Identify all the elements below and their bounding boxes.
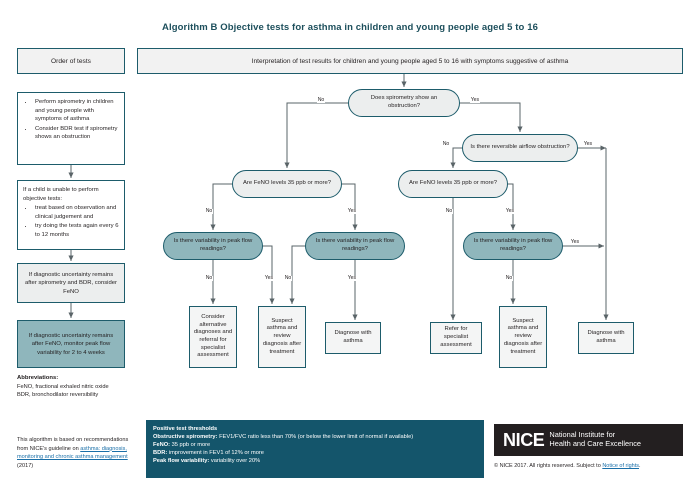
header-interpretation: Interpretation of test results for child…: [137, 48, 683, 74]
edge-label-variability3-no: No: [505, 275, 514, 282]
nice-wordmark: NICE: [503, 430, 545, 450]
threshold-row: BDR: improvement in FEV1 of 12% or more: [153, 449, 477, 457]
order-step-lead: If a child is unable to perform objectiv…: [23, 187, 99, 202]
edge-label-feno-right-yes: Yes: [505, 208, 515, 215]
outcome-consider-alternative[interactable]: Consider alternative diagnoses and refer…: [189, 306, 237, 368]
order-step-spirometry: Perform spirometry in children and young…: [17, 92, 125, 165]
node-label: Refer for specialist assessment: [440, 326, 472, 348]
outcome-refer-specialist[interactable]: Refer for specialist assessment: [430, 322, 482, 354]
node-label: Is there variability in peak flow readin…: [315, 238, 395, 252]
decision-spirometry-obstruction[interactable]: Does spirometry show an obstruction?: [348, 89, 460, 117]
edge-label-reversible-no: No: [442, 141, 451, 148]
threshold-label: FeNO:: [153, 442, 171, 449]
outcome-suspect-asthma-2[interactable]: Suspect asthma and review diagnosis afte…: [499, 306, 547, 368]
node-label: Does spirometry show an obstruction?: [370, 95, 438, 109]
threshold-row: Peak flow variability: variability over …: [153, 457, 477, 465]
source-note: This algorithm is based on recommendatio…: [17, 436, 137, 471]
decision-reversible-airflow[interactable]: Is there reversible airflow obstruction?: [462, 134, 578, 162]
abbreviation-feno: FeNO, fractional exhaled nitric oxide: [17, 383, 109, 390]
copyright-prefix: © NICE 2017. All rights reserved. Subjec…: [494, 463, 603, 469]
order-step-bullet: try doing the tests again every 6 to 12 …: [34, 222, 119, 239]
edge-label-variability3-yes: Yes: [570, 239, 580, 246]
edge-label-spirometry-no: No: [317, 97, 326, 104]
nice-logo: NICE National Institute for Health and C…: [494, 424, 683, 456]
decision-peak-flow-variability-3[interactable]: Is there variability in peak flow readin…: [463, 232, 563, 260]
threshold-label: Peak flow variability:: [153, 458, 210, 465]
threshold-row: FeNO: 35 ppb or more: [153, 441, 477, 449]
source-note-prefix: This algorithm is based on recommendatio…: [17, 437, 129, 452]
threshold-value: FEV1/FVC ratio less than 70% (or below t…: [217, 434, 414, 441]
edge-label-variability1-yes: Yes: [264, 275, 274, 282]
node-label: Diagnose with asthma: [334, 330, 372, 344]
order-step-consider-feno: If diagnostic uncertainty remains after …: [17, 263, 125, 303]
threshold-value: variability over 20%: [209, 458, 261, 465]
threshold-row: Obstructive spirometry: FEV1/FVC ratio l…: [153, 433, 477, 441]
node-label: Is there variability in peak flow readin…: [173, 238, 253, 252]
guideline-link[interactable]: asthma: diagnosis, monitoring and chroni…: [17, 445, 128, 461]
threshold-label: BDR:: [153, 450, 168, 457]
node-label: Suspect asthma and review diagnosis afte…: [503, 317, 543, 355]
copyright-suffix: .: [639, 463, 641, 469]
abbreviations-heading: Abbreviations:: [17, 375, 59, 381]
order-step-bullet: treat based on observation and clinical …: [34, 204, 119, 221]
outcome-suspect-asthma-1[interactable]: Suspect asthma and review diagnosis afte…: [258, 306, 306, 368]
positive-test-thresholds-panel: Positive test thresholds Obstructive spi…: [146, 420, 484, 478]
nice-tagline-line2: Health and Care Excellence: [549, 439, 642, 448]
copyright-notice: © NICE 2017. All rights reserved. Subjec…: [494, 463, 694, 469]
decision-peak-flow-variability-1[interactable]: Is there variability in peak flow readin…: [163, 232, 263, 260]
order-step-unable-to-test: If a child is unable to perform objectiv…: [17, 180, 125, 250]
node-label: Are FeNO levels 35 ppb or more?: [408, 180, 498, 187]
edge-label-feno-left-yes: Yes: [347, 208, 357, 215]
order-step-text: If diagnostic uncertainty remains after …: [28, 332, 114, 356]
node-label: Suspect asthma and review diagnosis afte…: [262, 317, 302, 355]
nice-tagline: National Institute for Health and Care E…: [549, 430, 642, 448]
order-step-text: If diagnostic uncertainty remains after …: [25, 271, 117, 295]
edge-label-variability2-yes: Yes: [347, 275, 357, 282]
threshold-value: improvement in FEV1 of 12% or more: [167, 450, 264, 457]
edge-label-feno-right-no: No: [445, 208, 454, 215]
edge-label-feno-left-no: No: [205, 208, 214, 215]
abbreviations-block: Abbreviations: FeNO, fractional exhaled …: [17, 374, 147, 400]
threshold-label: Obstructive spirometry:: [153, 434, 218, 441]
node-label: Are FeNO levels 35 ppb or more?: [242, 180, 332, 187]
node-label: Consider alternative diagnoses and refer…: [193, 313, 233, 359]
notice-of-rights-link[interactable]: Notice of rights: [602, 463, 639, 469]
node-label: Is there reversible airflow obstruction?: [470, 144, 570, 151]
source-note-suffix: (2017): [17, 462, 34, 469]
outcome-diagnose-asthma-1[interactable]: Diagnose with asthma: [325, 322, 381, 354]
decision-peak-flow-variability-2[interactable]: Is there variability in peak flow readin…: [305, 232, 405, 260]
outcome-diagnose-asthma-2[interactable]: Diagnose with asthma: [578, 322, 634, 354]
decision-feno-left[interactable]: Are FeNO levels 35 ppb or more?: [232, 170, 342, 198]
threshold-value: 35 ppb or more: [170, 442, 211, 449]
abbreviation-bdr: BDR, bronchodilator reversibility: [17, 392, 99, 399]
order-step-bullet: Consider BDR test if spirometry shows an…: [34, 125, 119, 142]
decision-feno-right[interactable]: Are FeNO levels 35 ppb or more?: [398, 170, 508, 198]
edge-label-reversible-yes: Yes: [583, 141, 593, 148]
order-step-bullet: Perform spirometry in children and young…: [34, 98, 119, 124]
edge-label-variability1-no: No: [205, 275, 214, 282]
page-title: Algorithm B Objective tests for asthma i…: [162, 22, 538, 33]
thresholds-heading: Positive test thresholds: [153, 426, 218, 432]
node-label: Diagnose with asthma: [587, 330, 625, 344]
node-label: Is there variability in peak flow readin…: [473, 238, 553, 252]
edge-label-spirometry-yes: Yes: [470, 97, 480, 104]
order-step-monitor-peak-flow: If diagnostic uncertainty remains after …: [17, 320, 125, 368]
edge-label-variability2-no: No: [284, 275, 293, 282]
nice-tagline-line1: National Institute for: [549, 430, 616, 440]
header-order-of-tests: Order of tests: [17, 48, 125, 74]
